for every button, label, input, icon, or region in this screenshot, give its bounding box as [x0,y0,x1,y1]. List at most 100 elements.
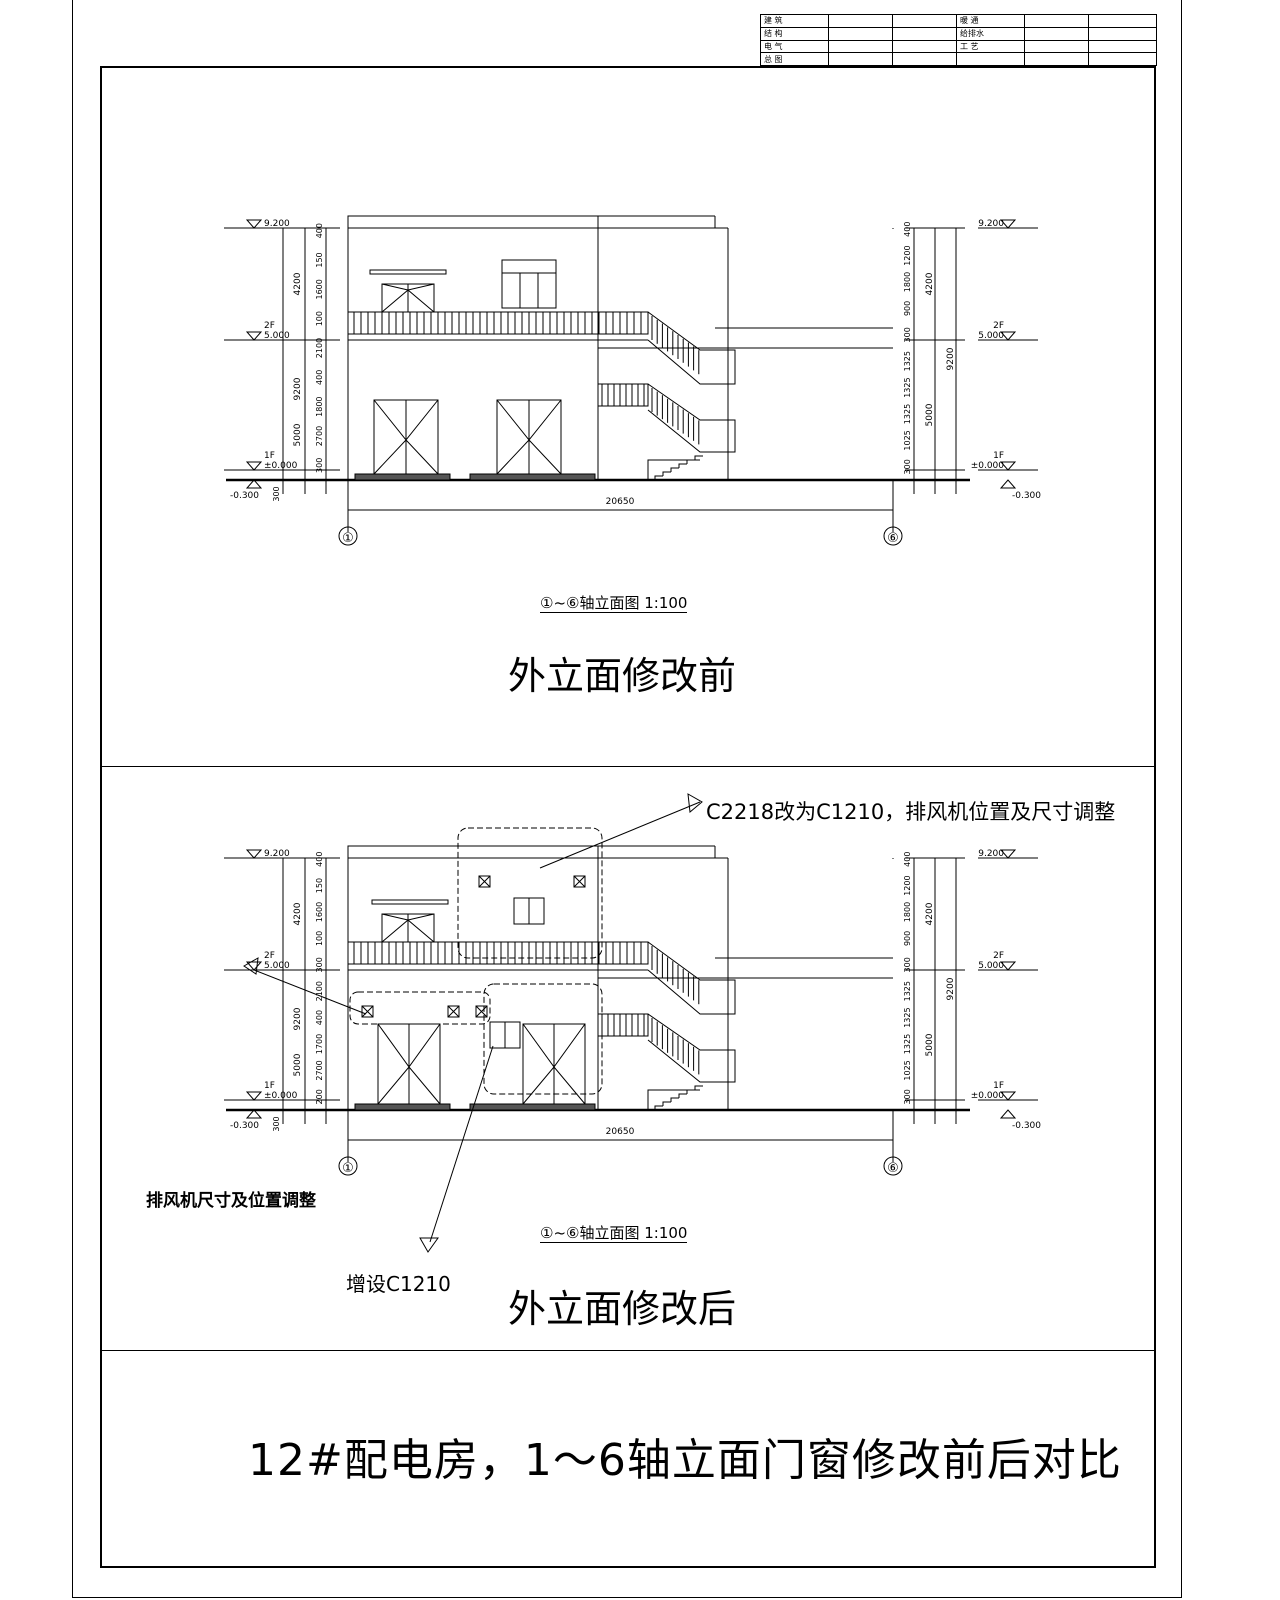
canopy-small [369,269,447,275]
exhaust-fan [361,1005,374,1018]
door-2f-swing [381,283,435,313]
balcony-railing [347,941,649,965]
door-1f-swing [373,399,439,475]
dim-right-outer: 9200 [946,347,956,370]
window-c2218 [501,259,557,309]
title-block-row: 建 筑暖 通 [760,14,1157,28]
dim-base-left: 300 [272,1116,281,1131]
footer-title: 12#配电房，1～6轴立面门窗修改前后对比 [248,1435,1122,1486]
dim-left-lower: 5000 [293,1053,303,1076]
dim-left-chain: 1700 [315,1034,324,1054]
dim-left-chain: 200 [315,1089,324,1104]
dim-right-chain: 1025 [903,1060,912,1080]
dim-left-chain: 400 [315,852,324,867]
canopy-small [371,899,449,905]
dim-left-chain: 2700 [315,1060,324,1080]
leader-fan [253,969,367,1015]
exhaust-fan [475,1005,488,1018]
level-roof-left-symbol [245,849,263,859]
dim-right-chain: 300 [903,957,912,972]
revision-cloud-window [483,983,603,1095]
stair-step [654,1105,663,1110]
level-1f-right-symbol [999,461,1017,471]
dim-right-chain: 1025 [903,430,912,450]
dim-right-outer: 9200 [946,977,956,1000]
stair-step [686,1089,695,1094]
dim-left-lower: 5000 [293,423,303,446]
sheet-outer-border [72,0,1182,1598]
dim-overall-value: 20650 [606,497,635,507]
door-2f-swing [381,913,435,943]
stair-landing-mid [597,1013,649,1037]
level-1f-left-symbol [245,461,263,471]
dim-right-upper: 4200 [925,902,935,925]
level-ground-right-value: -0.300 [1012,491,1041,501]
title-block-cell [1088,52,1157,66]
axis-bubble-1 [338,526,358,546]
level-roof-left-value: 9.200 [264,219,290,229]
axis-bubble-6 [883,1156,903,1176]
stair-flight-upper [647,941,736,1015]
level-ground-right-symbol [999,1109,1017,1119]
dim-left-chain: 150 [315,252,324,267]
exhaust-fan [573,875,586,888]
dim-left-chain: 2700 [315,426,324,446]
dim-right-chain: 1200 [903,875,912,895]
exhaust-fan-x [361,1005,374,1018]
exhaust-fan-x [475,1005,488,1018]
before-caption: 外立面修改前 [508,654,737,698]
level-roof-right-symbol [999,219,1017,229]
level-roof-left-symbol [245,219,263,229]
stair-step [678,463,687,468]
dim-right-chain: 300 [903,1089,912,1104]
stair-base [647,459,700,480]
level-1f-right-label: 1F [993,1081,1004,1091]
title-block-table: 建 筑暖 通结 构给排水电 气工 艺总 图 [760,14,1157,66]
dim-right-lower: 5000 [925,403,935,426]
panel-divider-2 [100,1350,1156,1351]
after-caption: 外立面修改后 [508,1287,737,1331]
dim-left-chain: 150 [315,878,324,893]
level-1f-left-value: ±0.000 [264,1091,298,1101]
level-2f-left-label: 2F [264,321,275,331]
dim-base-left: 300 [272,486,281,501]
dim-left-chain: 100 [315,311,324,326]
stair-flight-lower [647,1013,736,1083]
dim-right-chain: 1325 [903,377,912,397]
level-2f-right-value: 5.000 [978,961,1004,971]
stair-step [694,455,703,460]
dim-right-chain: 300 [903,459,912,474]
stair-step [670,1097,679,1102]
level-ground-right-value: -0.300 [1012,1121,1041,1131]
level-2f-right-label: 2F [993,951,1004,961]
level-roof-right-symbol [999,849,1017,859]
level-2f-left-label: 2F [264,951,275,961]
level-2f-right-symbol [999,961,1017,971]
dim-left-chain: 1800 [315,396,324,416]
axis-bubble-6 [883,526,903,546]
dim-right-chain: 1325 [903,1007,912,1027]
dim-left-chain: 400 [315,223,324,238]
dim-left-upper: 4200 [293,272,303,295]
level-1f-left-label: 1F [264,451,275,461]
leader-window [429,1045,494,1243]
note-top: C2218改为C1210，排风机位置及尺寸调整 [706,800,1116,824]
dim-right-chain: 1800 [903,902,912,922]
axis-label-1: ① [342,531,354,546]
exhaust-fan-x [447,1005,460,1018]
level-1f-left-symbol [245,1091,263,1101]
dim-left-chain: 400 [315,370,324,385]
dim-right-upper: 4200 [925,272,935,295]
level-2f-left-value: 5.000 [264,331,290,341]
elevation-after-drawing: 9.2002F5.0001F±0.000-0.3009.2002F5.0001F… [224,793,1041,1253]
note-window: 增设C1210 [346,1272,451,1296]
stair-step [670,467,679,472]
stair-step [686,459,695,464]
stair-step [662,1101,671,1106]
stair-step [662,471,671,476]
dim-right-chain: 1325 [903,1034,912,1054]
dim-left-outer: 9200 [293,377,303,400]
dim-right-chain: 400 [903,852,912,867]
dim-left-upper: 4200 [293,902,303,925]
balcony-railing [347,311,649,335]
